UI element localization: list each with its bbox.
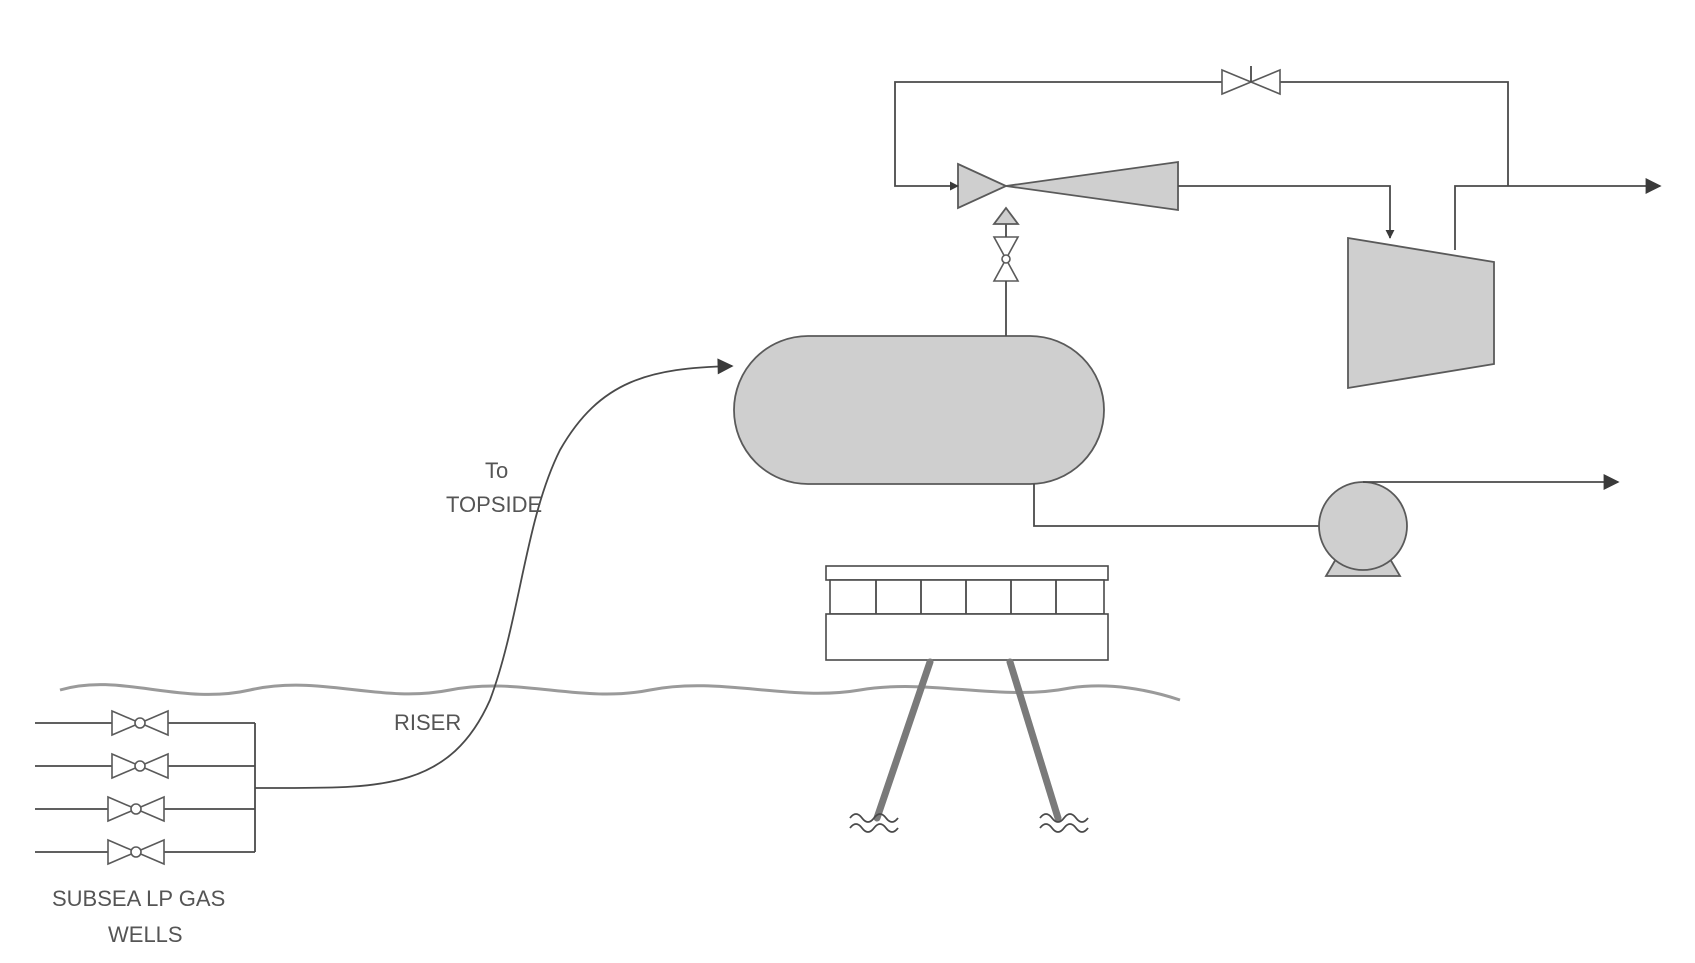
recycle-valve[interactable] [1222,66,1280,94]
separator-vessel[interactable] [734,336,1104,484]
wellhead-valve-1[interactable] [112,711,168,735]
ejector-suction-arrow [994,208,1018,224]
offshore-platform [826,566,1108,832]
separator-liquid-line [1034,484,1364,526]
wellhead-valve-4[interactable] [108,840,164,864]
compressor-discharge-line [1455,186,1660,250]
to-label: To [485,458,508,483]
wellhead-valve-3[interactable] [108,797,164,821]
topside-label: TOPSIDE [446,492,542,517]
wellhead-valve-2[interactable] [112,754,168,778]
compressor[interactable] [1348,238,1494,388]
riser-label: RISER [394,710,461,735]
riser-line [275,366,732,788]
sea-surface [60,685,1180,700]
gas-outlet-valve[interactable] [994,237,1018,281]
ejector[interactable] [958,162,1178,210]
wells-label-line2: WELLS [108,922,183,947]
subsea-well-manifold [35,723,275,852]
wells-label-line1: SUBSEA LP GAS [52,886,225,911]
pump[interactable] [1319,482,1407,576]
recycle-line [1280,82,1508,186]
ejector-discharge-line [1178,186,1390,238]
